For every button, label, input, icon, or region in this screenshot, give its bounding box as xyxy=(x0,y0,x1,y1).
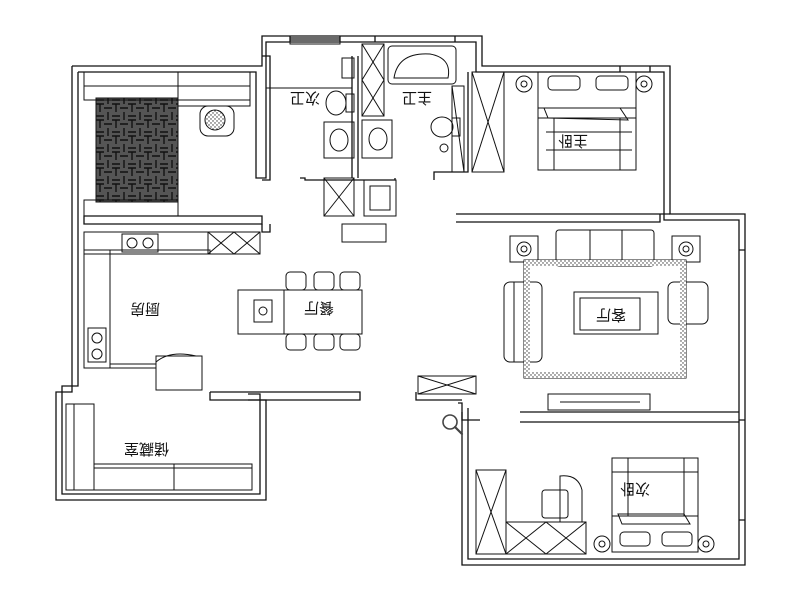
interior-walls xyxy=(83,55,739,423)
guest-bath-fixtures xyxy=(266,35,355,217)
label-second-bedroom: 次卧 xyxy=(620,480,650,498)
main-bath-fixtures xyxy=(341,43,465,243)
master-bedroom xyxy=(471,71,653,173)
magnifier-icon[interactable] xyxy=(440,412,464,436)
storage-room xyxy=(65,403,253,491)
dining-table xyxy=(237,271,363,351)
living-furniture xyxy=(417,229,709,411)
label-kitchen: 厨房 xyxy=(130,300,160,318)
label-dining: 餐厅 xyxy=(304,299,334,317)
second-bedroom xyxy=(475,457,715,555)
label-living: 客厅 xyxy=(596,306,626,324)
label-main-bath: 主卫 xyxy=(402,89,432,107)
label-master-bedroom: 主卧 xyxy=(558,132,588,150)
label-storage: 储藏室 xyxy=(124,440,169,458)
room-labels: 主卧 次卫 主卫 厨房 餐厅 客厅 次卧 储藏室 xyxy=(124,89,650,498)
study-room xyxy=(83,71,251,217)
dining-chairs xyxy=(285,271,361,351)
label-guest-bath: 次卫 xyxy=(290,89,320,107)
kitchen-fixtures xyxy=(83,231,261,391)
armchair-icon xyxy=(199,105,235,137)
